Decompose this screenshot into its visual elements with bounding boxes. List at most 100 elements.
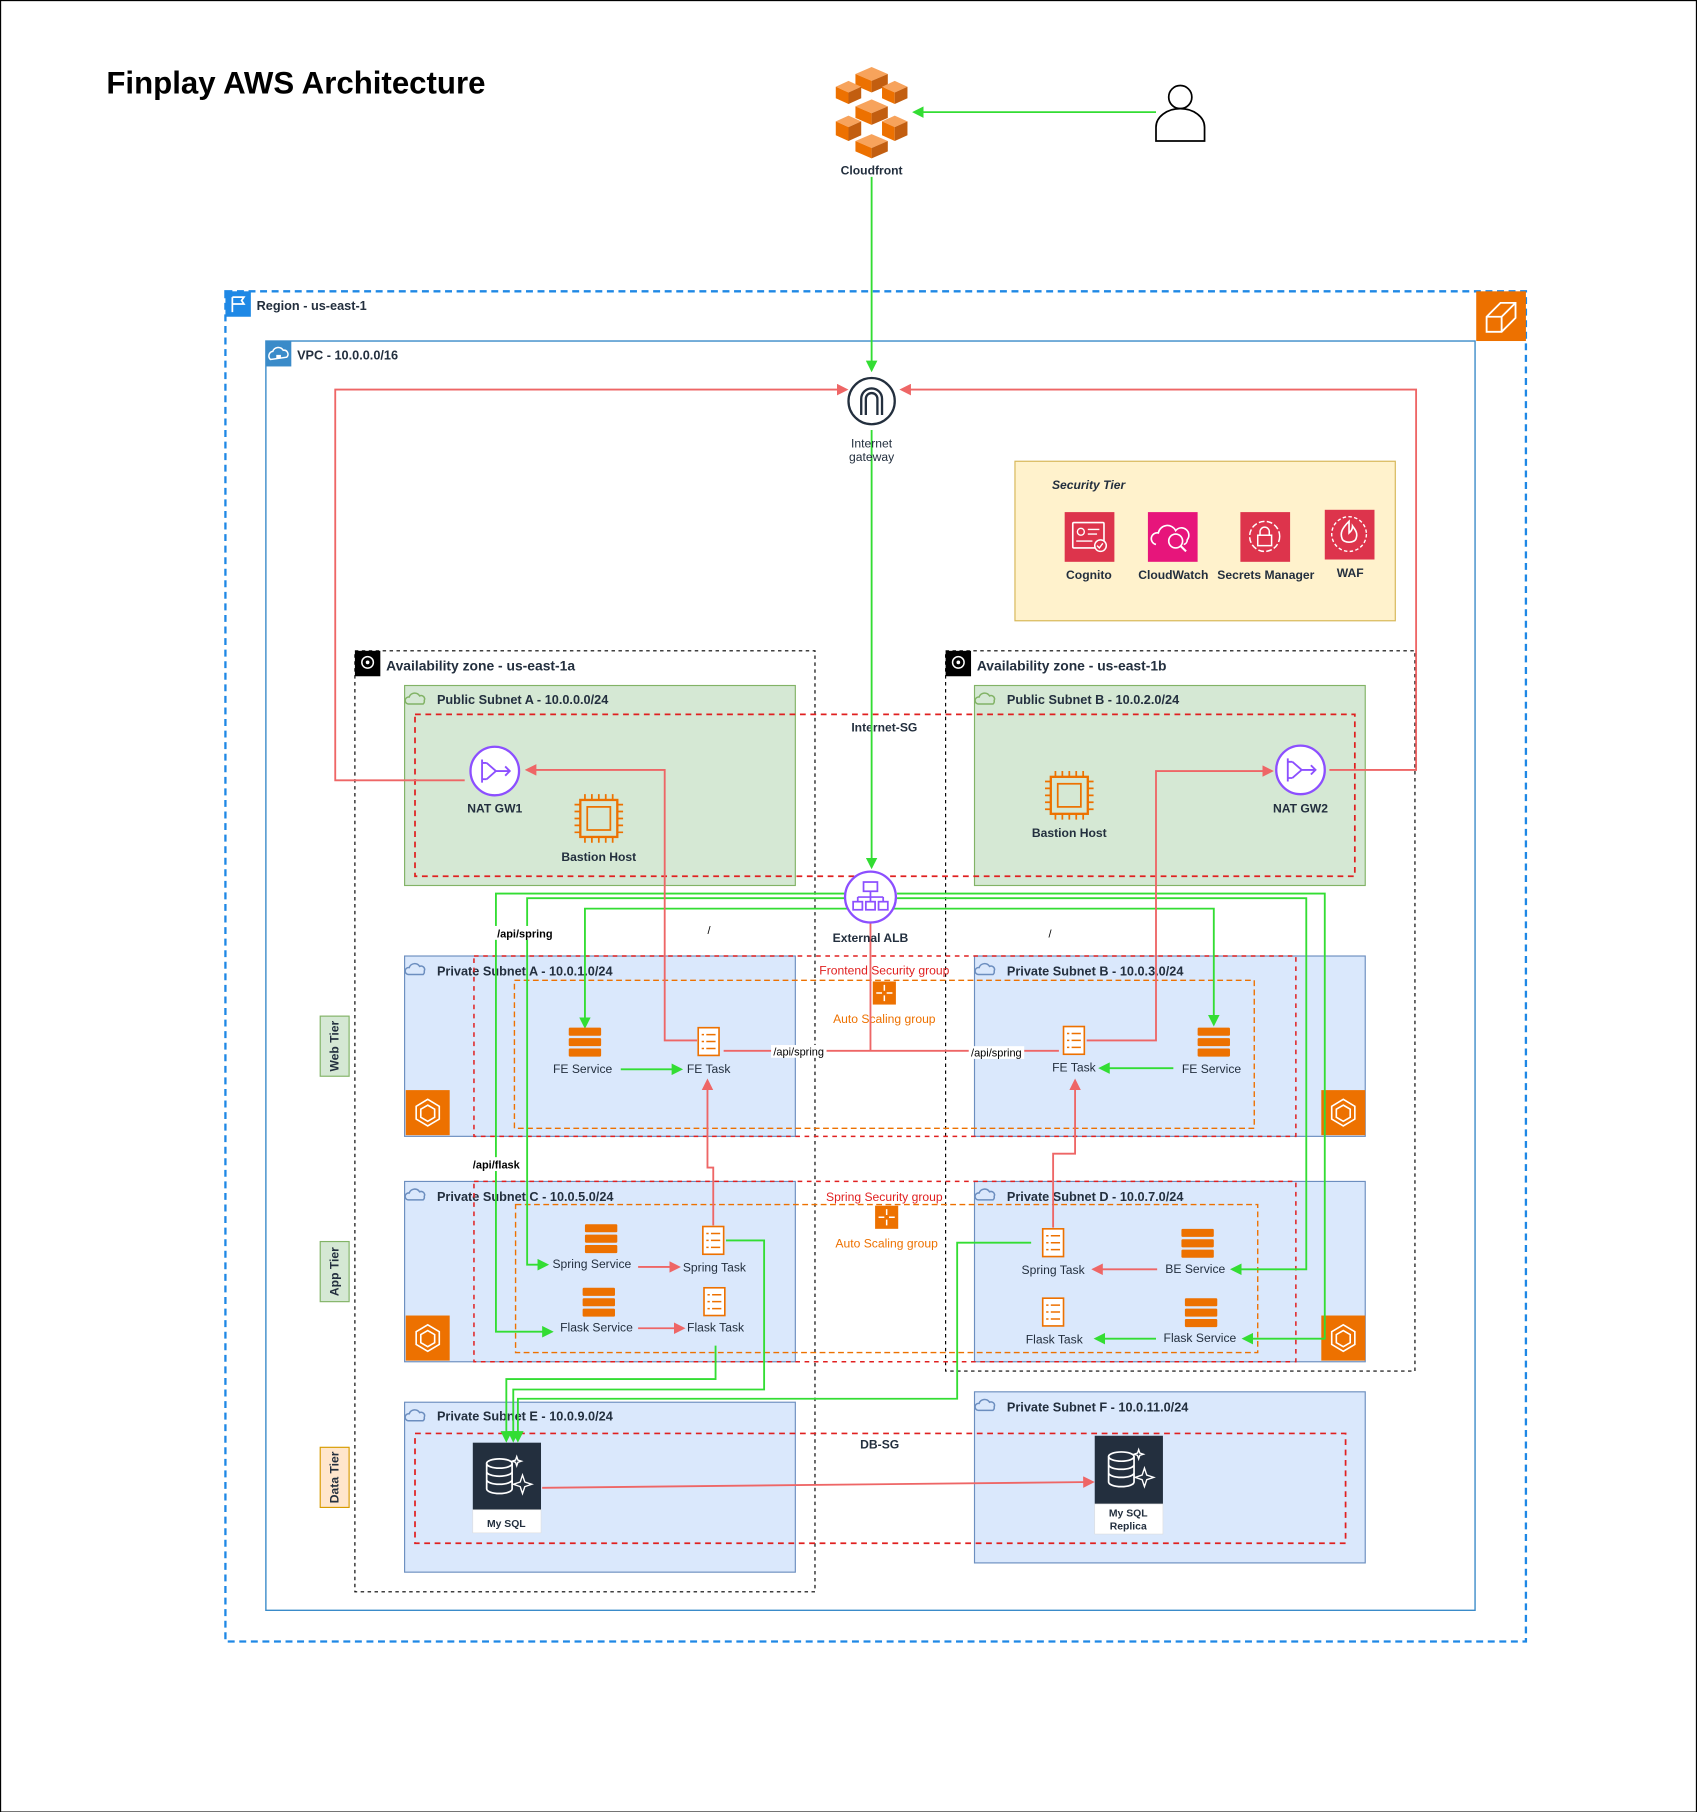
vpc-group <box>265 340 1476 1612</box>
mysql-replica-label-1: My SQL <box>1109 1509 1148 1520</box>
security-item-secrets-manager: Secrets Manager <box>1217 568 1314 582</box>
db-sg-label: DB-SG <box>860 1437 899 1451</box>
cognito-icon[interactable] <box>1064 512 1115 562</box>
nat-gw1-label: NAT GW1 <box>467 802 522 816</box>
spring-task-c-label: Spring Task <box>683 1261 747 1275</box>
private-subnet-e-label: Private Subnet E - 10.0.9.0/24 <box>437 1409 613 1424</box>
az-a-location-icon <box>354 650 381 677</box>
private-subnet-c <box>404 1180 796 1363</box>
private-subnet-d-label: Private Subnet D - 10.0.7.0/24 <box>1007 1189 1184 1204</box>
green-flows <box>494 106 1326 1443</box>
external-alb-label: External ALB <box>833 931 909 945</box>
load-balancer-icon[interactable] <box>843 870 898 924</box>
edge-alb-flask-service-d <box>897 892 1326 1345</box>
service-stack-icon[interactable] <box>1197 1027 1230 1057</box>
task-document-icon[interactable] <box>697 1026 720 1057</box>
private-subnet-a-label: Private Subnet A - 10.0.1.0/24 <box>437 964 613 979</box>
edge-alb-spring-service <box>526 897 847 1271</box>
edge-label-root-right: / <box>1048 929 1052 941</box>
edge-label-api-spring-left: /api/spring <box>497 929 552 941</box>
region-label: Region - us-east-1 <box>257 298 367 313</box>
service-stack-icon[interactable] <box>584 1224 618 1254</box>
private-subnet-b-label: Private Subnet B - 10.0.3.0/24 <box>1007 964 1184 979</box>
service-stack-icon[interactable] <box>1181 1228 1214 1258</box>
edge-alb-flask-service-c <box>494 892 847 1338</box>
public-subnet-b-label: Public Subnet B - 10.0.2.0/24 <box>1007 692 1179 707</box>
spring-sg-label: Spring Security group <box>826 1190 943 1204</box>
frontend-sg-label: Frontend Security group <box>819 964 949 978</box>
edge-spring-task-c-fe-task-a <box>701 1078 715 1226</box>
task-document-icon[interactable] <box>702 1225 725 1256</box>
nat-gw2-label: NAT GW2 <box>1273 802 1328 816</box>
vpc-label: VPC - 10.0.0.0/16 <box>297 348 398 363</box>
ecs-icon <box>405 1315 450 1361</box>
internet-gateway-icon[interactable] <box>847 376 896 426</box>
public-subnet-a <box>404 684 796 887</box>
edge-fe-task-b-nat-gw2 <box>1086 765 1274 1042</box>
flask-task-c-label: Flask Task <box>687 1321 745 1335</box>
asg-backend-label: Auto Scaling group <box>835 1236 938 1250</box>
fe-service-a-label: FE Service <box>553 1062 613 1076</box>
fe-service-b-label: FE Service <box>1182 1062 1242 1076</box>
public-subnet-a-label: Public Subnet A - 10.0.0.0/24 <box>437 692 608 707</box>
bastion-host-chip-icon[interactable] <box>574 794 624 843</box>
spring-service-label: Spring Service <box>552 1257 631 1271</box>
asg-frontend-label: Auto Scaling group <box>833 1012 936 1026</box>
internet-gateway-label-2: gateway <box>849 450 895 464</box>
service-stack-icon[interactable] <box>582 1287 615 1317</box>
flask-service-c-label: Flask Service <box>560 1321 633 1335</box>
private-subnet-c-label: Private Subnet C - 10.0.5.0/24 <box>437 1189 614 1204</box>
app-tier-label: App Tier <box>328 1247 342 1296</box>
subnet-cloud-icon <box>404 692 996 1422</box>
edge-alb-fe-service-b <box>887 907 1220 1027</box>
region-flag-icon <box>225 291 251 317</box>
private-subnet-b <box>973 955 1366 1137</box>
cloudwatch-icon[interactable] <box>1147 512 1198 562</box>
bastion-host-chip-icon[interactable] <box>1045 771 1094 820</box>
rds-database-icon[interactable] <box>1094 1435 1164 1535</box>
flask-task-d-label: Flask Task <box>1026 1332 1084 1346</box>
bastion-host-a-label: Bastion Host <box>561 850 636 864</box>
nat-gateway-icon[interactable] <box>469 745 521 797</box>
ecs-icon <box>405 1090 450 1136</box>
mysql-label: My SQL <box>487 1519 526 1530</box>
waf-icon[interactable] <box>1324 509 1375 560</box>
private-subnet-f-label: Private Subnet F - 10.0.11.0/24 <box>1007 1399 1188 1414</box>
service-stack-icon[interactable] <box>568 1027 602 1057</box>
edge-label-root-left: / <box>707 925 711 937</box>
edge-flask-task-c-mysql <box>500 1345 717 1443</box>
task-document-icon[interactable] <box>1041 1297 1065 1327</box>
secrets-manager-icon[interactable] <box>1240 512 1291 562</box>
task-document-icon[interactable] <box>1062 1025 1086 1056</box>
edge-label-api-flask: /api/flask <box>473 1160 521 1172</box>
edge-alb-fe-service-a <box>579 907 856 1029</box>
web-tier-label: Web Tier <box>328 1021 342 1072</box>
user-icon[interactable] <box>1155 84 1206 142</box>
data-tier-label: Data Tier <box>328 1451 342 1503</box>
web-tier-badge: Web Tier <box>319 1015 350 1077</box>
az-a-group <box>354 650 816 1593</box>
edge-spring-task-c-mysql <box>507 1239 766 1443</box>
az-b-label: Availability zone - us-east-1b <box>977 657 1167 673</box>
private-subnet-f <box>973 1391 1366 1564</box>
region-group <box>224 290 1528 1643</box>
edge-alb-be-service <box>897 897 1308 1276</box>
diagram-title: Finplay AWS Architecture <box>106 66 485 101</box>
edge-nat-gw1-igw <box>334 383 849 782</box>
nat-gateway-icon[interactable] <box>1275 744 1326 796</box>
edge-spring-task-d-mysql <box>512 1241 1032 1443</box>
red-flows <box>334 383 1418 1489</box>
service-stack-icon[interactable] <box>1184 1298 1218 1328</box>
edge-mysql-replica <box>542 1476 1095 1489</box>
rds-database-icon[interactable] <box>472 1442 542 1534</box>
cloudfront-label: Cloudfront <box>841 164 903 178</box>
task-document-icon[interactable] <box>703 1286 726 1317</box>
task-document-icon[interactable] <box>1041 1228 1065 1258</box>
security-tier-title: Security Tier <box>1052 478 1127 492</box>
edge-nat-gw2-igw <box>899 383 1418 771</box>
edge-spring-task-d-fe-task-b <box>1052 1078 1081 1228</box>
cloudfront-icon[interactable] <box>835 67 908 159</box>
spring-security-group <box>473 1180 1297 1363</box>
internet-gateway-label-1: Internet <box>851 436 893 450</box>
